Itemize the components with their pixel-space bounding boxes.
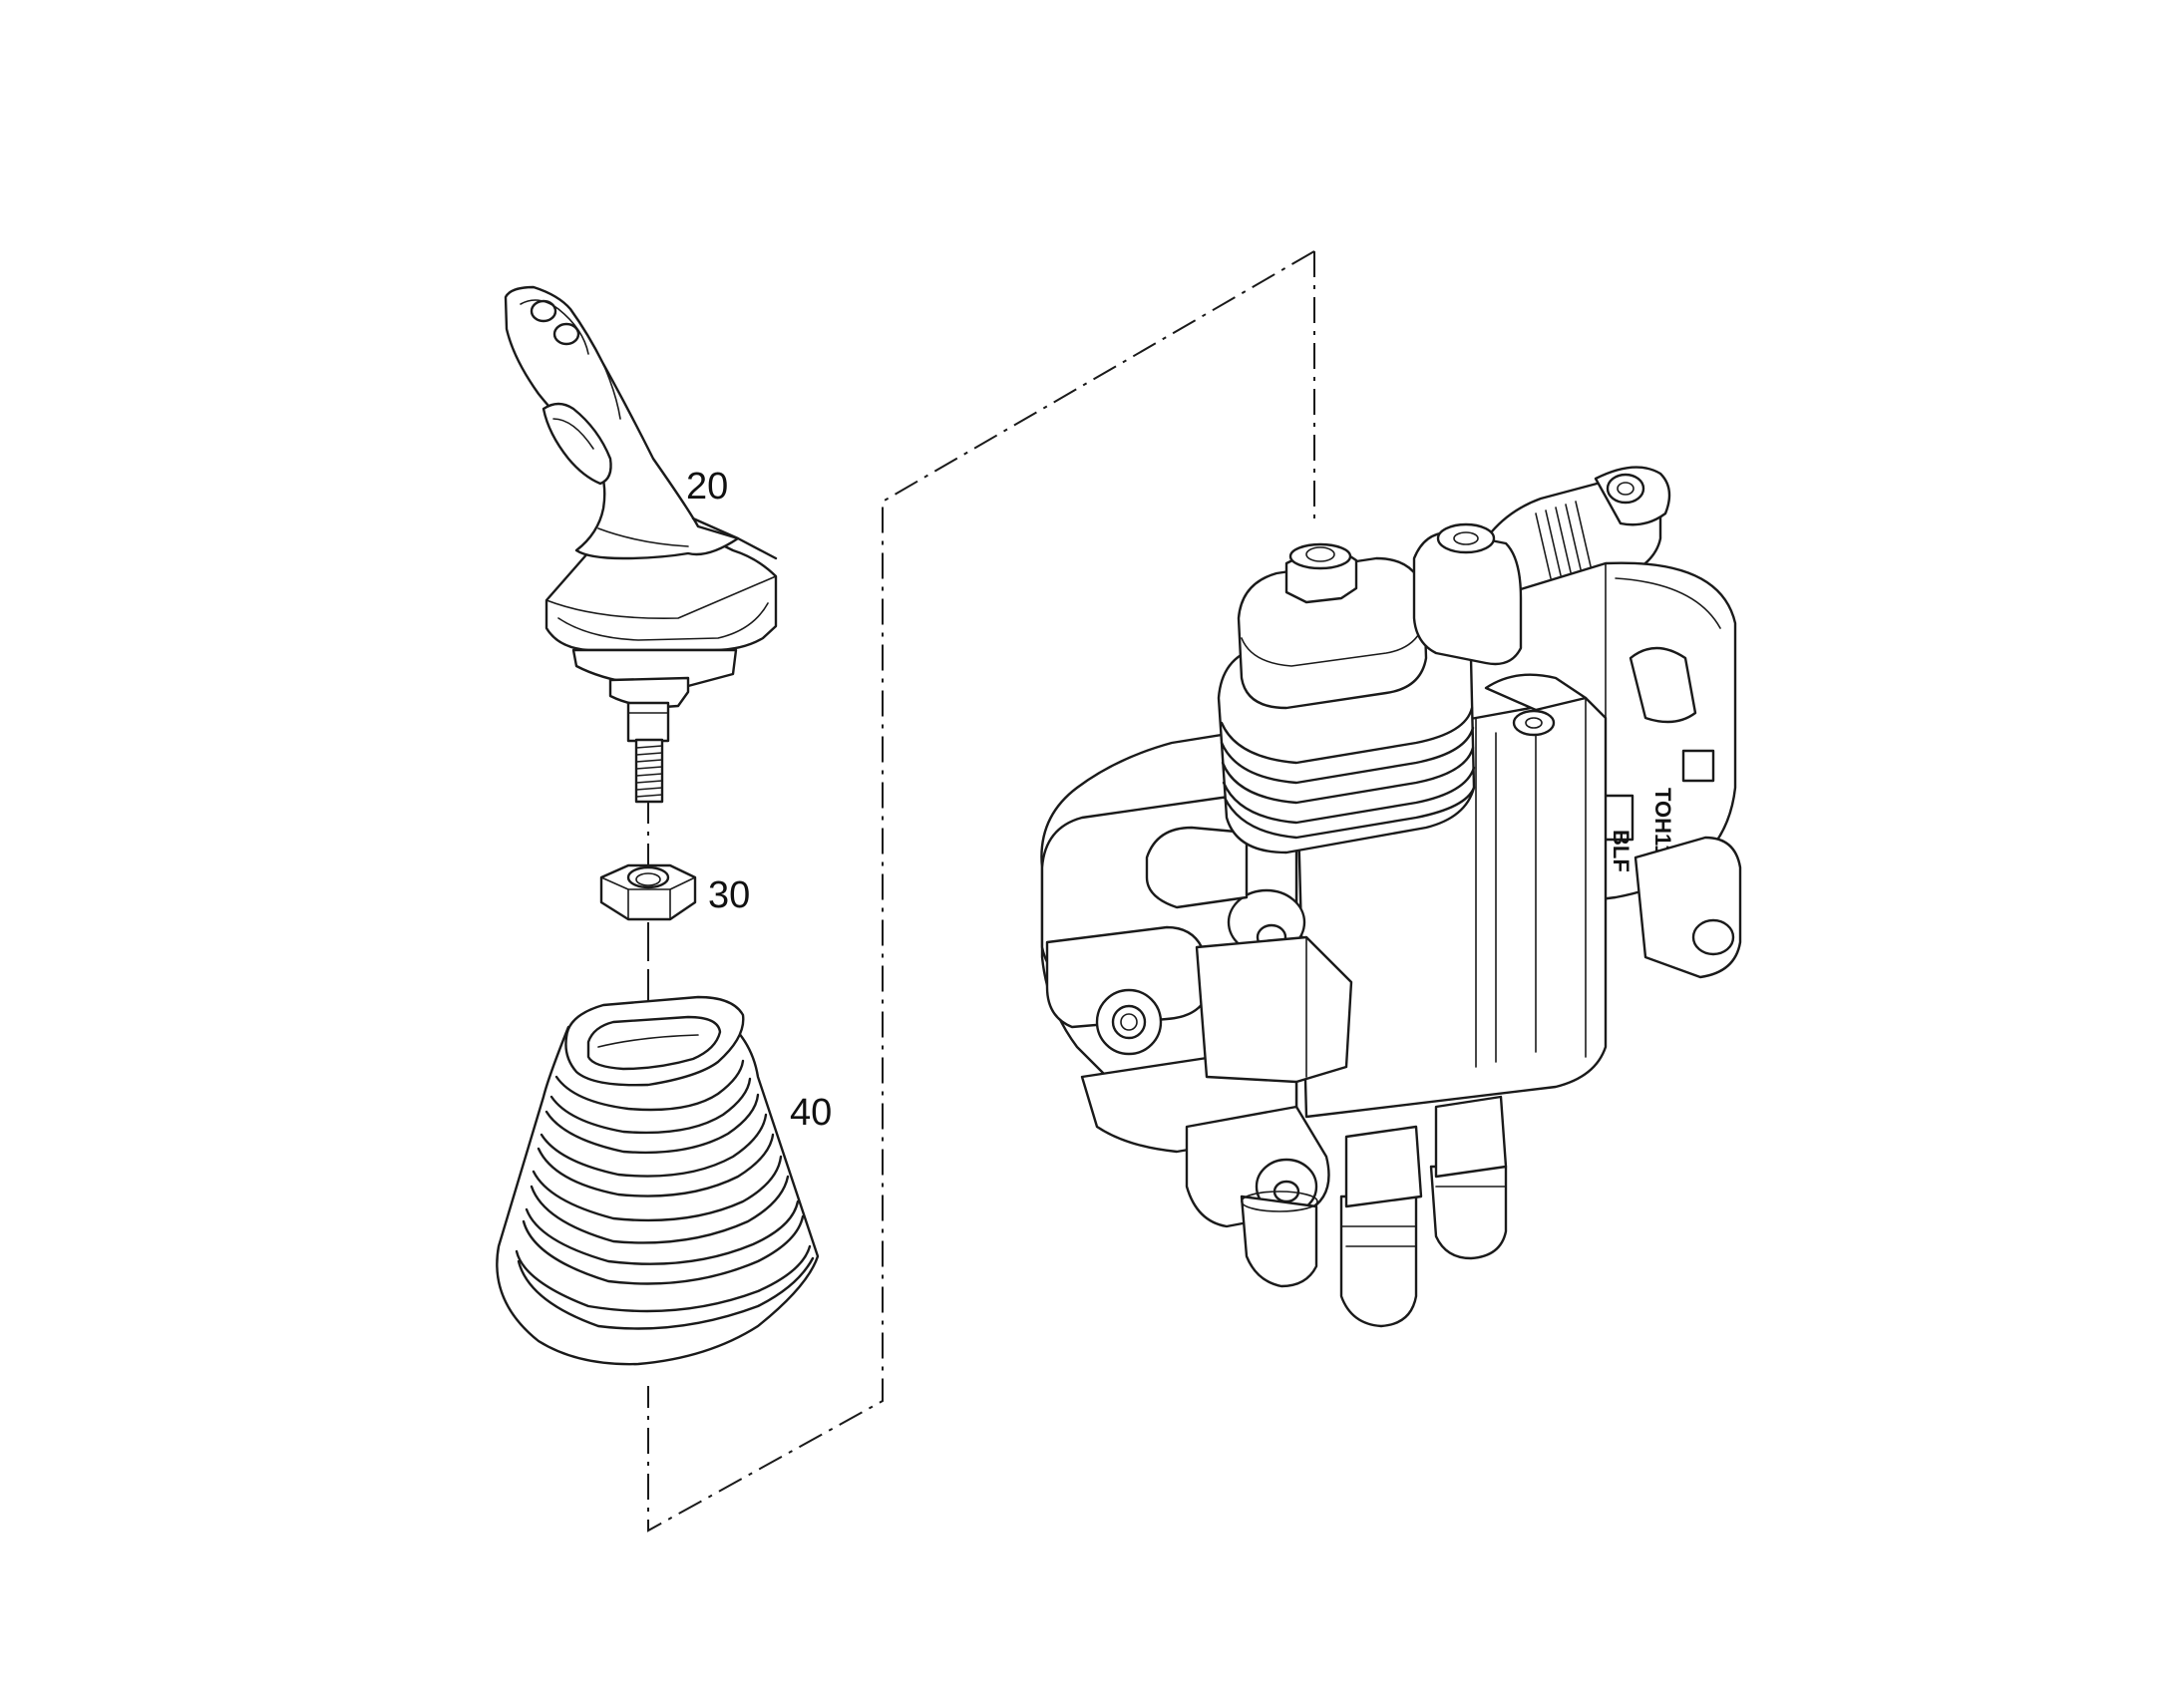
hex-nut-part [599,863,697,921]
callout-30: 30 [708,874,750,916]
svg-text:BLF: BLF [1609,830,1634,872]
callout-20: 20 [686,466,728,508]
joystick-handle-part [504,285,778,804]
callout-40: 40 [790,1092,832,1134]
bellows-boot-part [496,995,820,1366]
control-valve-assembly: BLF TOH11300 1 [1040,466,1742,1328]
bottom-ports [1240,1095,1508,1328]
